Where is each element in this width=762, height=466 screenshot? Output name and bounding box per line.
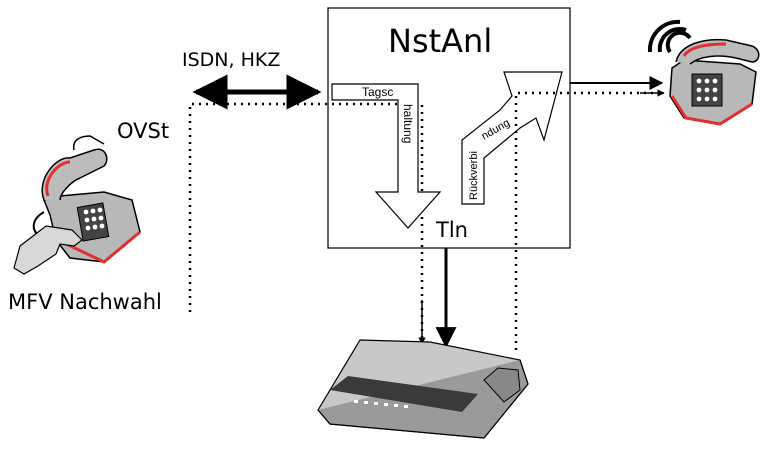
dotted-inbound-path (188, 102, 424, 340)
pbx-box (327, 7, 571, 249)
dotted-return-path (514, 91, 660, 350)
pbx-title: NstAnl (388, 22, 493, 60)
switching-arrow (331, 83, 442, 229)
dial-label: MFV Nachwahl (8, 290, 162, 314)
terminal-device-icon (317, 339, 529, 439)
switching-label-b: haltung (401, 104, 415, 143)
trunk-label: ISDN, HKZ (182, 49, 281, 71)
caller-phone-icon (13, 135, 141, 275)
switching-label-a: Tagsc (362, 85, 393, 99)
exchange-label: OVSt (117, 119, 170, 143)
callback-label-a: Rückverbi (468, 151, 480, 200)
hand-icon (13, 225, 83, 275)
subscriber-label: Tln (436, 218, 468, 242)
callee-phone-icon (647, 19, 760, 126)
callback-arrow (461, 71, 563, 205)
